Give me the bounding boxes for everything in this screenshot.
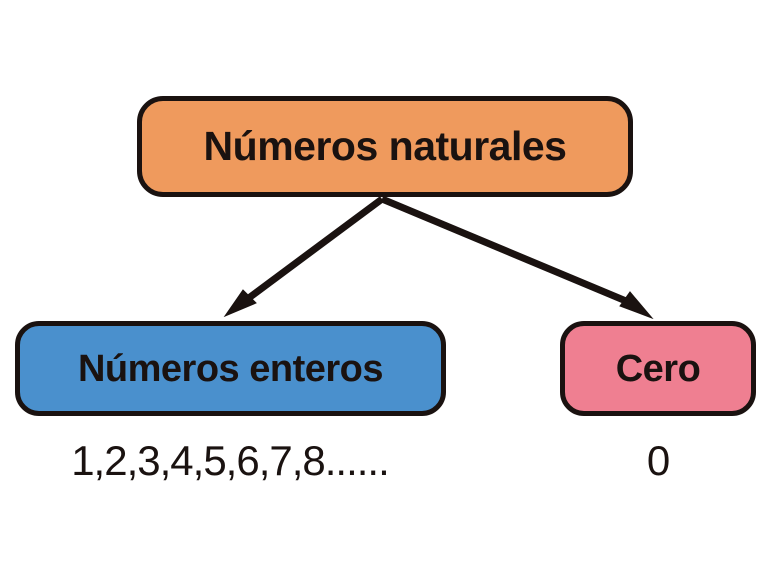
caption-cero: 0 (646, 437, 670, 484)
node-numeros-enteros[interactable]: Números enteros (15, 321, 446, 416)
node-label-numeros-naturales: Números naturales (203, 123, 567, 169)
node-label-cero: Cero (615, 347, 701, 390)
node-cero[interactable]: Cero (560, 321, 756, 416)
arrow-to-cero (380, 195, 654, 320)
caption-numeros-enteros: 1,2,3,4,5,6,7,8...... (71, 437, 390, 484)
arrow-to-enteros (223, 196, 385, 318)
node-numeros-naturales[interactable]: Números naturales (137, 96, 633, 197)
node-label-numeros-enteros: Números enteros (77, 347, 384, 390)
